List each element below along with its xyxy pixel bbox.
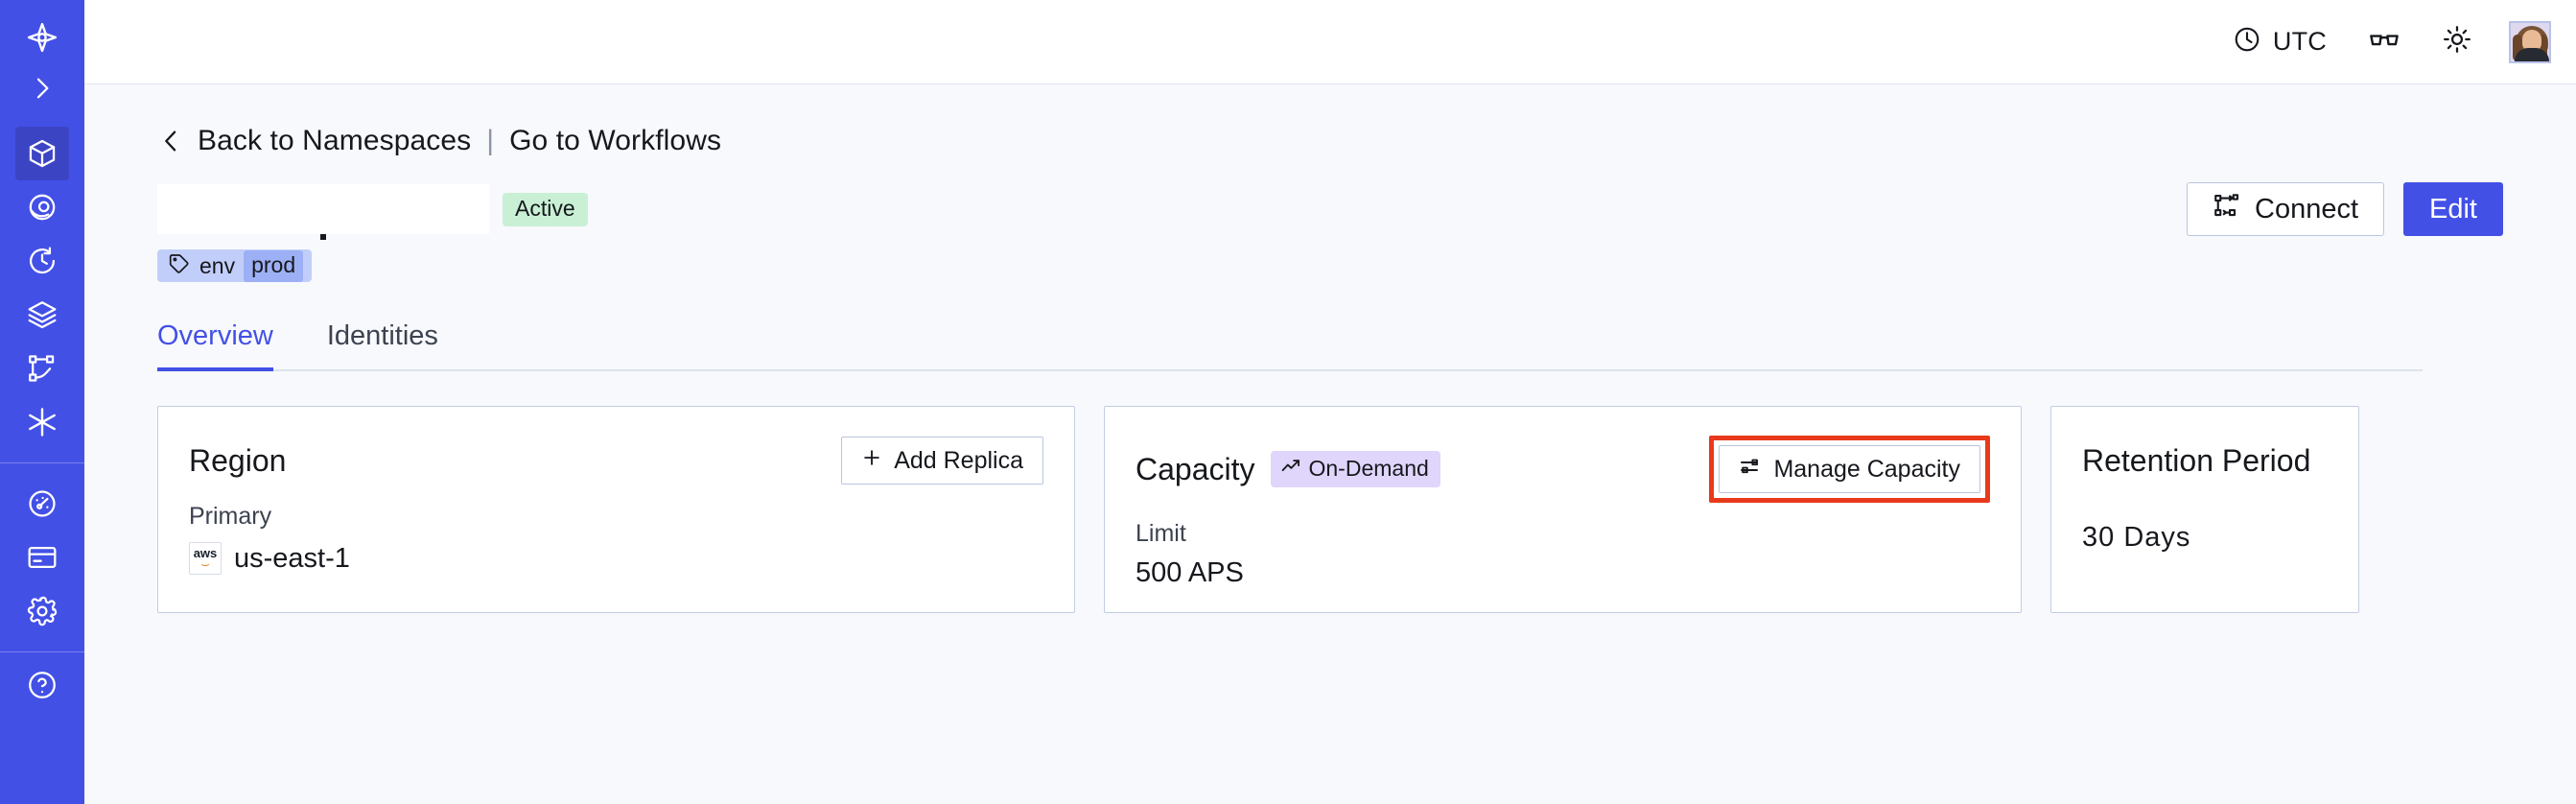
sidebar-item-billing[interactable] xyxy=(15,531,69,584)
region-primary-label: Primary xyxy=(189,503,272,530)
tab-overview[interactable]: Overview xyxy=(157,320,273,371)
retention-card: Retention Period 30 Days xyxy=(2050,406,2359,613)
sidebar-item-workflows[interactable] xyxy=(15,342,69,395)
breadcrumb-back-link[interactable]: Back to Namespaces xyxy=(198,125,472,156)
add-replica-label: Add Replica xyxy=(894,446,1023,474)
sidebar-item-observability[interactable] xyxy=(15,180,69,234)
connect-button-label: Connect xyxy=(2255,193,2359,225)
sidebar-item-layers[interactable] xyxy=(15,288,69,342)
connect-icon xyxy=(2213,191,2241,227)
tab-bar: Overview Identities xyxy=(157,320,2423,371)
region-card-header: Region Add Replica xyxy=(189,436,1043,485)
cube-icon xyxy=(26,137,59,170)
tag-icon xyxy=(168,252,191,280)
capacity-limit-value: 500 APS xyxy=(1136,557,1244,588)
avatar-hair-left xyxy=(2513,34,2522,61)
avatar-body xyxy=(2515,47,2549,61)
sun-icon xyxy=(2442,24,2472,59)
edit-button-label: Edit xyxy=(2429,193,2477,225)
tag-value: prod xyxy=(244,249,304,282)
manage-capacity-button[interactable]: Manage Capacity xyxy=(1719,445,1980,493)
glasses-button[interactable] xyxy=(2354,17,2415,67)
help-circle-icon xyxy=(26,669,59,701)
sidebar-item-history[interactable] xyxy=(15,234,69,288)
main-area: UTC xyxy=(84,0,2576,804)
glasses-icon xyxy=(2368,23,2400,60)
sidebar-item-integrations[interactable] xyxy=(15,395,69,449)
capacity-limit-label: Limit xyxy=(1136,520,1186,547)
gauge-icon xyxy=(26,487,59,520)
top-bar-actions: UTC xyxy=(2217,17,2551,67)
tag-key: env xyxy=(199,252,236,278)
theme-toggle-button[interactable] xyxy=(2426,17,2488,67)
region-value-row: aws ⌣ us-east-1 xyxy=(189,542,1043,575)
top-bar: UTC xyxy=(84,0,2576,84)
sidebar-divider-1 xyxy=(0,462,84,463)
avatar-hair-right xyxy=(2538,34,2547,61)
on-demand-badge-label: On-Demand xyxy=(1308,455,1429,481)
capacity-card-title: Capacity xyxy=(1136,451,1255,486)
asterisk-icon xyxy=(25,405,59,439)
sliders-icon xyxy=(1739,455,1762,485)
capacity-card: Capacity On-Demand xyxy=(1104,406,2022,613)
retention-card-header: Retention Period xyxy=(2082,436,2328,485)
breadcrumb-workflows-link[interactable]: Go to Workflows xyxy=(509,125,722,156)
region-value: us-east-1 xyxy=(234,542,350,574)
clock-rewind-icon xyxy=(26,245,59,277)
breadcrumb-separator: | xyxy=(486,125,495,156)
retention-value: 30 Days xyxy=(2082,522,2191,553)
tag-row: env prod xyxy=(157,249,2503,282)
add-replica-button[interactable]: Add Replica xyxy=(841,437,1043,485)
avatar-face xyxy=(2522,29,2541,52)
sidebar-divider-2 xyxy=(0,651,84,652)
sidebar-item-help[interactable] xyxy=(15,666,69,704)
namespace-tag[interactable]: env prod xyxy=(157,249,313,282)
region-card: Region Add Replica Prima xyxy=(157,406,1075,613)
gear-icon xyxy=(26,595,59,627)
trending-up-icon xyxy=(1280,456,1301,481)
clock-icon xyxy=(2233,25,2261,59)
connect-button[interactable]: Connect xyxy=(2187,182,2385,236)
on-demand-badge: On-Demand xyxy=(1270,451,1440,487)
overview-cards: Region Add Replica Prima xyxy=(157,406,2503,613)
aws-logo-icon: aws ⌣ xyxy=(189,542,222,575)
tab-identities[interactable]: Identities xyxy=(326,320,438,351)
manage-capacity-highlight: Manage Capacity xyxy=(1709,436,1990,503)
git-branch-icon xyxy=(26,352,59,385)
timezone-button[interactable]: UTC xyxy=(2217,17,2342,66)
layers-icon xyxy=(26,298,59,331)
plus-icon xyxy=(861,447,882,475)
temporal-logo-icon xyxy=(24,19,60,56)
manage-capacity-label: Manage Capacity xyxy=(1773,455,1960,483)
sidebar-item-namespaces[interactable] xyxy=(15,127,69,180)
namespace-header: Active xyxy=(157,182,2503,236)
sidebar-item-logo[interactable] xyxy=(15,13,69,61)
sidebar-item-settings[interactable] xyxy=(15,584,69,638)
capacity-card-header: Capacity On-Demand xyxy=(1136,436,1990,503)
credit-card-icon xyxy=(26,541,59,574)
aws-logo-swoosh: ⌣ xyxy=(200,556,210,573)
aws-logo-text: aws xyxy=(193,545,218,560)
sidebar-item-usage[interactable] xyxy=(15,477,69,531)
breadcrumb: Back to Namespaces | Go to Workflows xyxy=(157,125,2503,157)
sidebar-item-expand[interactable] xyxy=(15,61,69,115)
page-title xyxy=(157,184,489,234)
chevron-left-icon[interactable] xyxy=(157,126,184,156)
eye-icon xyxy=(26,191,59,224)
region-card-title: Region xyxy=(189,442,287,478)
sidebar xyxy=(0,0,84,804)
status-badge: Active xyxy=(503,192,588,226)
avatar[interactable] xyxy=(2509,20,2551,63)
edit-button[interactable]: Edit xyxy=(2403,182,2503,236)
page-content: Back to Namespaces | Go to Workflows Act… xyxy=(84,84,2576,804)
chevron-right-icon xyxy=(27,73,58,104)
timezone-label: UTC xyxy=(2272,27,2327,56)
retention-card-title: Retention Period xyxy=(2082,442,2311,478)
